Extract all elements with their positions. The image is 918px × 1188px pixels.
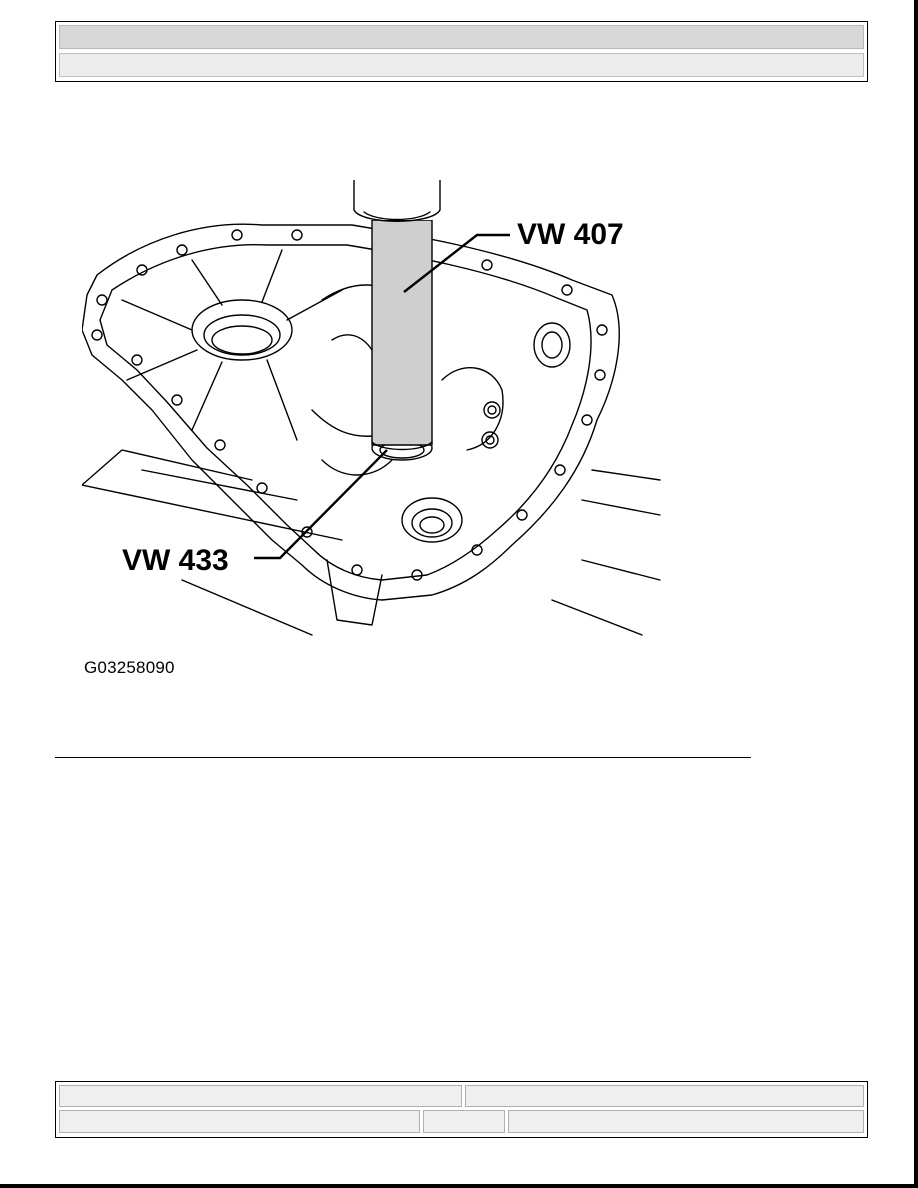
footer-cell-bottom-left: [59, 1110, 420, 1133]
footer-cell-bottom-middle: [423, 1110, 505, 1133]
section-divider: [55, 757, 751, 758]
callout-vw-433: VW 433: [122, 544, 229, 577]
page-footer: [55, 1081, 868, 1138]
figure-id-label: G03258090: [84, 658, 175, 677]
transmission-illustration: VW 407 VW 433: [82, 180, 661, 636]
footer-cell-top-left: [59, 1085, 462, 1107]
header-title-bar: [59, 25, 864, 49]
callout-vw-407: VW 407: [517, 218, 624, 251]
footer-cell-top-right: [465, 1085, 864, 1107]
page-header: [55, 21, 868, 82]
header-subtitle-bar: [59, 53, 864, 77]
footer-cell-bottom-right: [508, 1110, 864, 1133]
